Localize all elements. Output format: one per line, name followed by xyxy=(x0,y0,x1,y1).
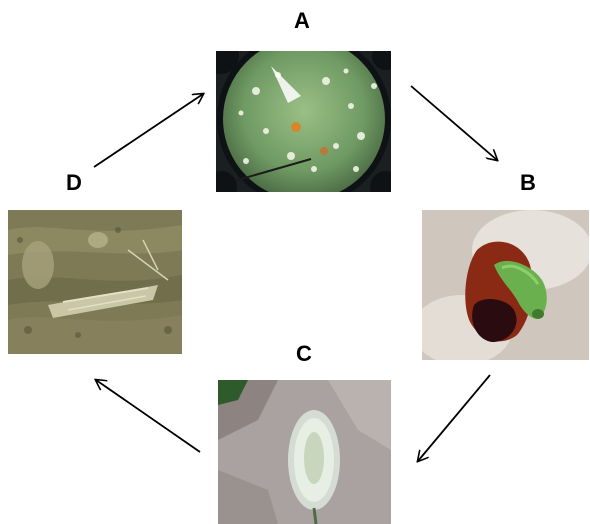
arrow-b-to-c xyxy=(418,375,490,461)
arrow-c-to-d xyxy=(96,380,200,452)
arrow-d-to-a xyxy=(94,94,203,167)
arrow-a-to-b xyxy=(411,86,497,160)
